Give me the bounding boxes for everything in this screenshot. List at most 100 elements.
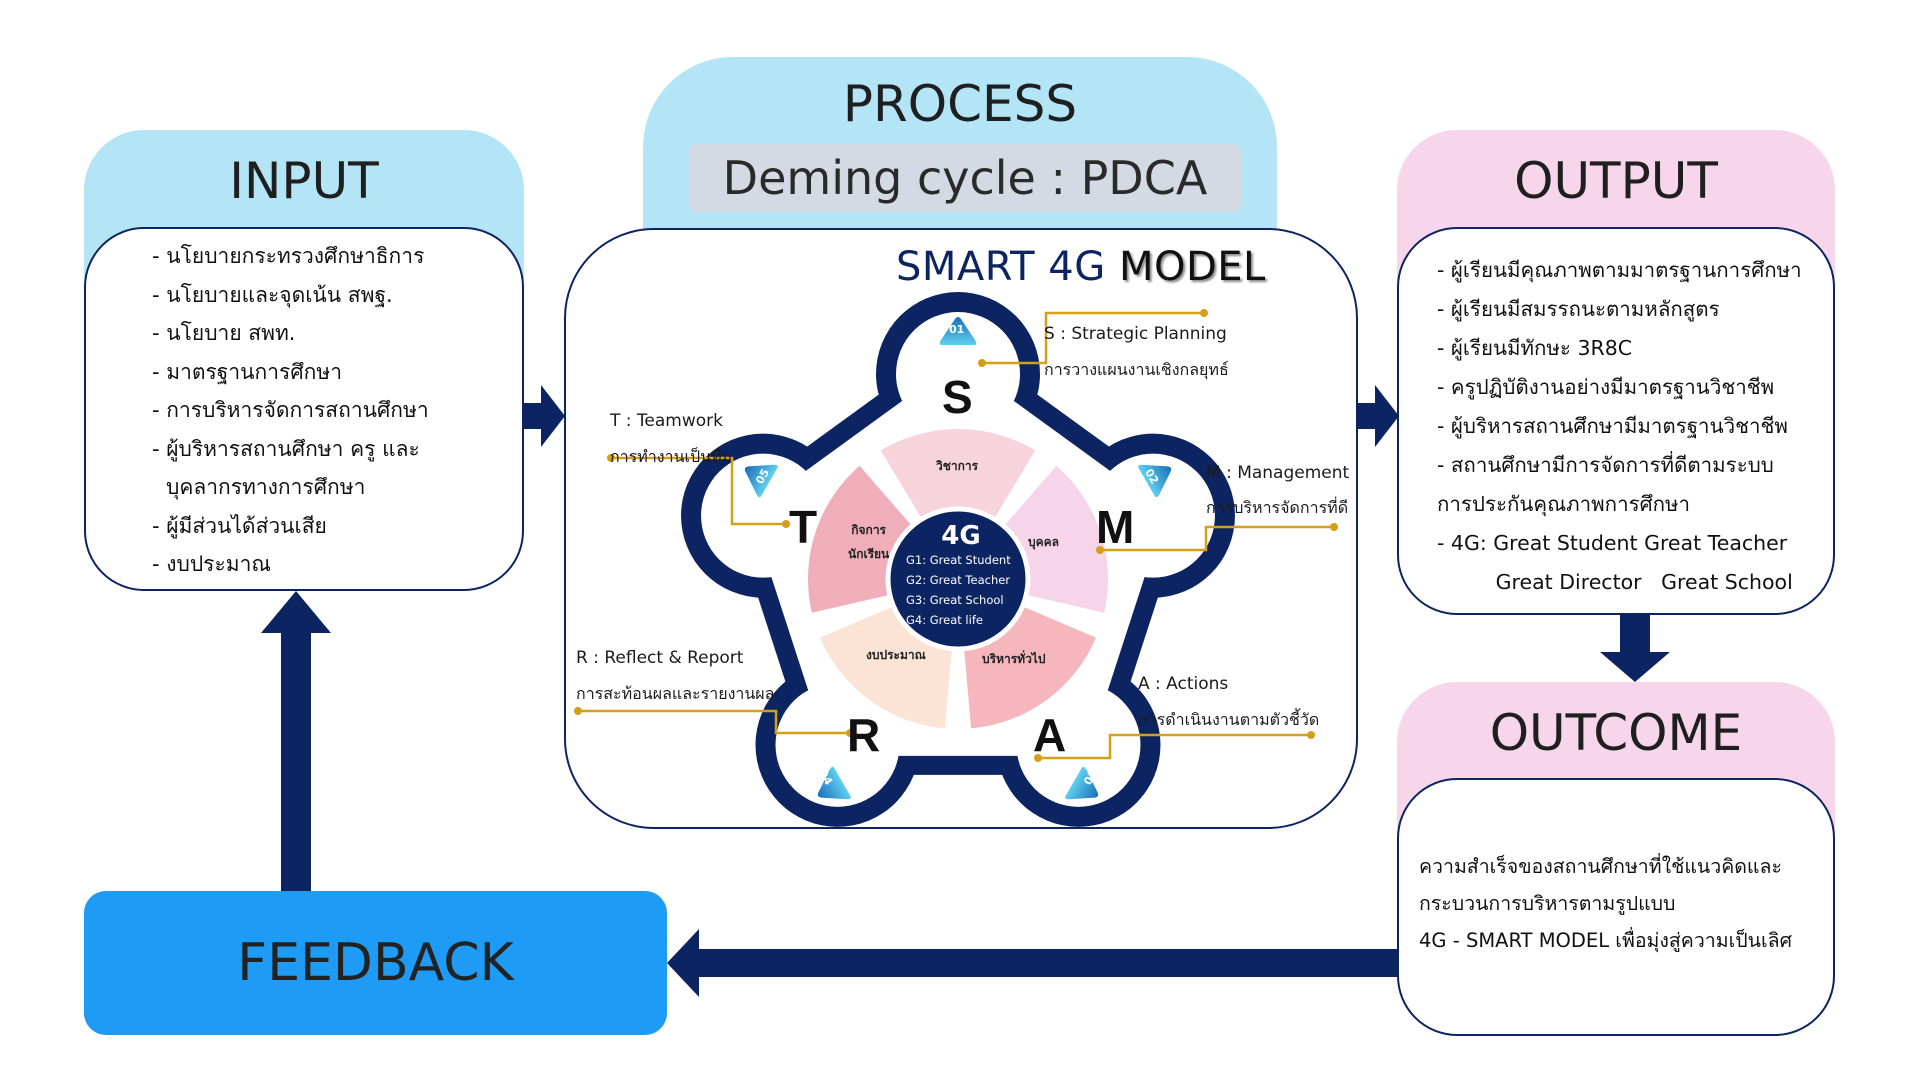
output-list: - ผู้เรียนมีคุณภาพตามมาตรฐานการศึกษา - ผ… [1437, 251, 1802, 602]
input-item: - นโยบายกระทรวงศึกษาธิการ [152, 244, 425, 268]
model-title-model: MODEL [1118, 244, 1266, 290]
output-title: OUTPUT [1514, 152, 1718, 210]
center-line: G4: Great life [906, 613, 983, 627]
node-label-s-en: S : Strategic Planning [1044, 324, 1227, 344]
process-title: PROCESS [842, 75, 1078, 133]
outcome-text: ความสำเร็จของสถานศึกษาที่ใช้แนวคิดและ กร… [1419, 848, 1792, 959]
arrow-process-to-output [1357, 385, 1399, 447]
output-item: - สถานศึกษามีการจัดการที่ดีตามระบบ [1437, 453, 1774, 477]
ring-node-inner [1090, 453, 1215, 578]
output-item: - ผู้เรียนมีคุณภาพตามมาตรฐานการศึกษา [1437, 258, 1802, 282]
node-label-t-en: T : Teamwork [610, 411, 723, 431]
badge-shape-03 [1065, 766, 1099, 800]
connectors [574, 309, 1338, 762]
badge-triangle-icon [1138, 464, 1172, 498]
node-label-t-th: การทำงานเป็นทีม [610, 447, 733, 466]
model-title: SMART 4G MODEL [896, 244, 1266, 290]
input-item: - ผู้มีส่วนได้ส่วนเสีย [152, 513, 327, 538]
segment-general-admin [964, 607, 1097, 729]
badge-shape-05 [744, 464, 778, 498]
badge-shape-01 [939, 317, 977, 345]
output-box: - ผู้เรียนมีคุณภาพตามมาตรฐานการศึกษา - ผ… [1397, 227, 1835, 615]
badge-triangle-icon [939, 317, 977, 345]
node-letter-m: M [1096, 501, 1135, 553]
input-box: - นโยบายกระทรวงศึกษาธิการ - นโยบายและจุด… [84, 227, 524, 591]
node-letter-t: T [789, 501, 818, 553]
center-line: G2: Great Teacher [906, 573, 1011, 587]
process-subtitle-band: Deming cycle : PDCA [689, 144, 1241, 212]
node-label-a-th: การดำเนินงานตามตัวชี้วัด [1138, 710, 1320, 729]
arrow-feedback-to-input [261, 591, 331, 891]
segment-label-academic: วิชาการ [936, 459, 979, 473]
node-label-s-th: การวางแผนงานเชิงกลยุทธ์ [1044, 360, 1229, 379]
input-item: - การบริหารจัดการสถานศึกษา [152, 398, 429, 422]
badge-triangle-icon [1065, 766, 1099, 800]
outcome-line: กระบวนการบริหารตามรูปแบบ [1419, 892, 1676, 915]
output-item: การประกันคุณภาพการศึกษา [1437, 492, 1691, 516]
segment-label-line: กิจการ [851, 523, 886, 537]
center-title: 4G [941, 521, 981, 551]
connector-s-dot-end [1200, 309, 1208, 317]
arrow-input-to-process [523, 385, 565, 447]
segment-student-affairs [808, 465, 911, 613]
segment-label-line: นักเรียน [848, 547, 890, 561]
node-label-m-th: การบริหารจัดการที่ดี [1206, 498, 1349, 517]
arrow-outcome-to-feedback [667, 929, 1398, 997]
badge-shape-02 [1138, 464, 1172, 498]
segment-budget [819, 607, 952, 729]
ring-node-inner [896, 312, 1020, 436]
output-item: - ผู้บริหารสถานศึกษามีมาตรฐานวิชาชีพ [1437, 414, 1788, 438]
node-label-r-en: R : Reflect & Report [576, 648, 744, 668]
feedback-title: FEEDBACK [237, 933, 514, 993]
badges [744, 317, 1172, 800]
smart-model-diagram [574, 292, 1338, 827]
output-item: - 4G: Great Student Great Teacher [1437, 531, 1788, 555]
output-item: - ผู้เรียนมีทักษะ 3R8C [1437, 336, 1633, 360]
ring-node-inner [1016, 682, 1141, 807]
input-item: - ผู้บริหารสถานศึกษา ครู และ [152, 436, 420, 461]
process-subtitle: Deming cycle : PDCA [722, 151, 1208, 205]
connector-s [982, 311, 1204, 365]
node-letter-s: S [942, 371, 973, 423]
segment-label-general-admin: บริหารทั่วไป [982, 652, 1046, 666]
input-item: - นโยบาย สพท. [152, 321, 296, 345]
connector-m-dot-end [1330, 523, 1338, 531]
connector-a-dot-end [1307, 731, 1315, 739]
segment-personnel [1005, 465, 1108, 613]
connector-r-dot-start [846, 729, 854, 737]
output-item: Great Director Great School [1437, 570, 1793, 594]
input-item: - นโยบายและจุดเน้น สพฐ. [152, 282, 393, 307]
connector-r [578, 709, 850, 735]
connector-t [611, 456, 786, 526]
ring-node-inner [775, 682, 900, 807]
badge-shape-04 [817, 766, 851, 800]
center-line: G3: Great School [906, 593, 1004, 607]
node-label-m-en: M : Management [1206, 463, 1350, 483]
output-item: - ผู้เรียนมีสมรรถนะตามหลักสูตร [1437, 297, 1720, 321]
segment-academic [880, 429, 1036, 518]
connector-m-dot-start [1096, 546, 1104, 554]
outcome-line: 4G - SMART MODEL เพื่อมุ่งสู่ความเป็นเลิ… [1419, 929, 1792, 952]
connector-t-dot-end [607, 454, 615, 462]
feedback-box: FEEDBACK [84, 891, 667, 1035]
node-label-r-th: การสะท้อนผลและรายงานผล [576, 684, 775, 703]
connector-a [1038, 733, 1311, 760]
process-header: PROCESS Deming cycle : PDCA [643, 57, 1277, 247]
input-item: บุคลากรทางการศึกษา [166, 475, 366, 499]
center-text: 4G G1: Great Student G2: Great Teacher G… [906, 522, 1016, 630]
segment-label-budget: งบประมาณ [866, 648, 926, 662]
model-title-smart: SMART 4G [896, 244, 1106, 290]
connector-a-dot-start [1034, 754, 1042, 762]
node-label-a-en: A : Actions [1138, 674, 1229, 694]
center-circle [885, 506, 1031, 652]
badge-01: 01 [949, 323, 965, 336]
connector-s-dot-start [978, 359, 986, 367]
input-item: - งบประมาณ [152, 552, 271, 576]
outcome-title: OUTCOME [1489, 704, 1743, 762]
connector-r-dot-end [574, 707, 582, 715]
input-item: - มาตรฐานการศึกษา [152, 359, 343, 384]
connector-m [1100, 525, 1334, 552]
input-list: - นโยบายกระทรวงศึกษาธิการ - นโยบายและจุด… [152, 237, 429, 584]
segment-label-personnel: บุคคล [1028, 535, 1060, 549]
connector-t-dot-start [782, 520, 790, 528]
